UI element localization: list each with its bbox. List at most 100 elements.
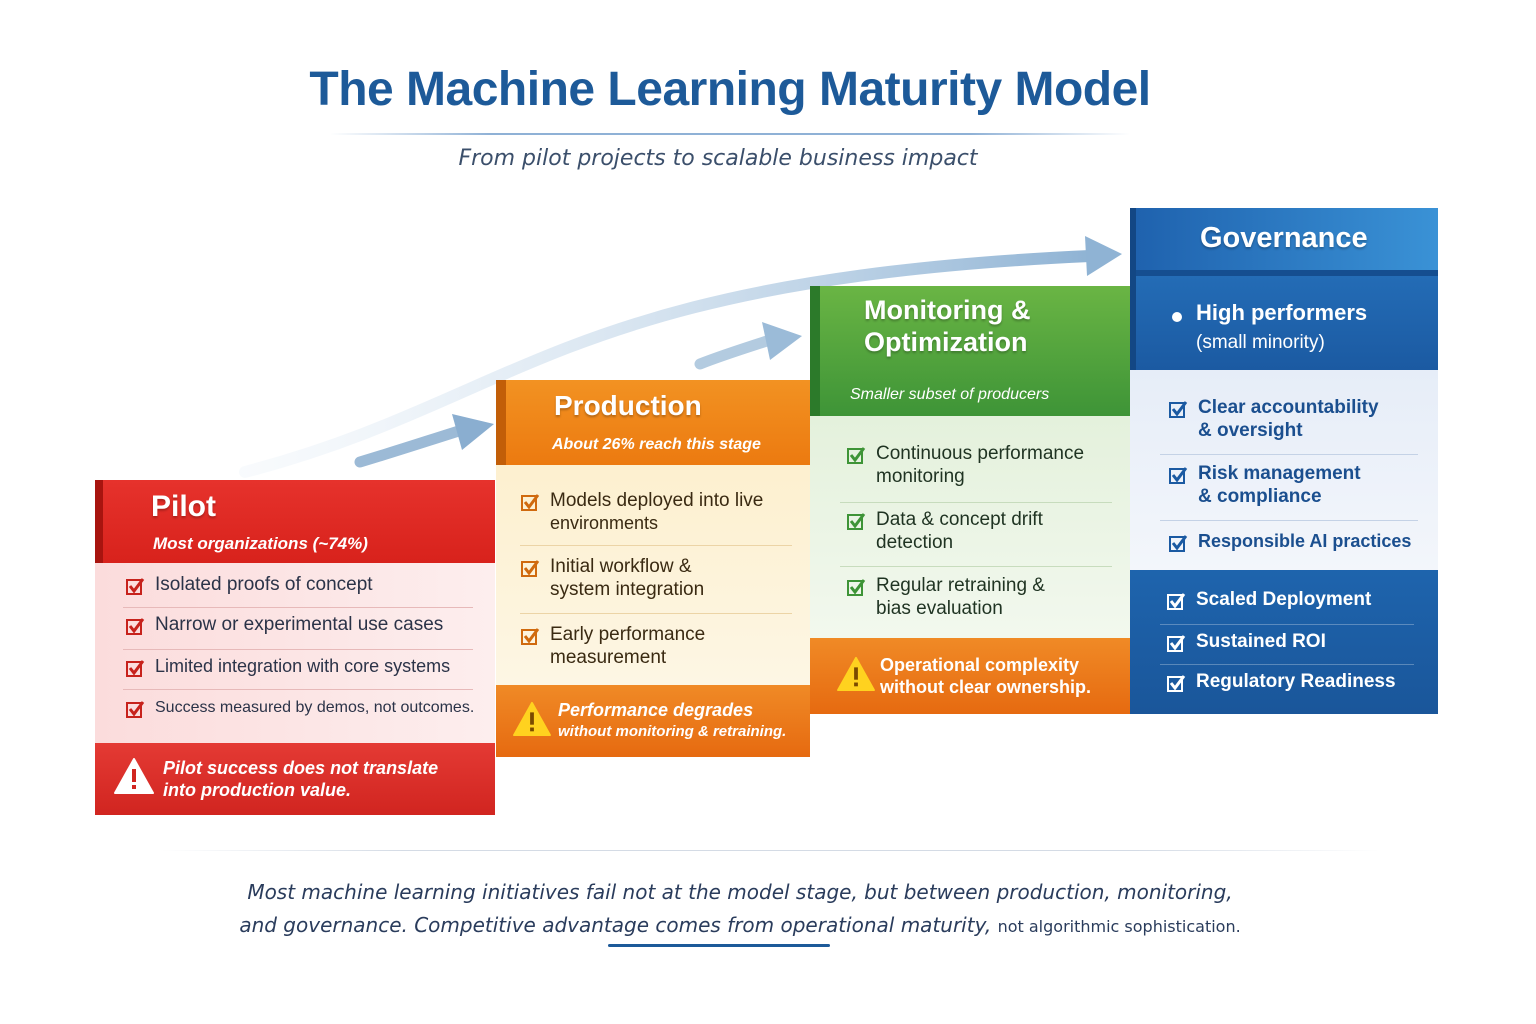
- monitoring-warning-line2: without clear ownership.: [880, 677, 1092, 697]
- production-header: Production About 26% reach this stage: [496, 380, 810, 465]
- production-warning-line2: without monitoring & retraining.: [558, 723, 787, 740]
- check-box-icon: [847, 447, 866, 464]
- list-item: Responsible AI practices: [1168, 530, 1436, 553]
- check-box-icon: [1169, 401, 1188, 418]
- stage-monitoring: Monitoring & Optimization Smaller subset…: [810, 286, 1130, 714]
- footer-caption: Most machine learning initiatives fail n…: [200, 876, 1280, 943]
- monitoring-item-line1: Continuous performance: [876, 443, 1085, 464]
- monitoring-item-line1: Data & concept drift: [876, 509, 1043, 530]
- production-subtitle: About 26% reach this stage: [552, 436, 761, 453]
- stage-pilot: Pilot Most organizations (~74%) Isolated…: [95, 480, 495, 816]
- pilot-warning: Pilot success does not translate into pr…: [95, 743, 495, 815]
- governance-item-line1: Risk management: [1198, 463, 1361, 484]
- divider: [520, 545, 792, 546]
- footer-underline: [608, 944, 830, 947]
- check-box-icon: [847, 579, 866, 596]
- pilot-item-text: Isolated proofs of concept: [155, 574, 373, 595]
- pilot-to-production-arrow: [354, 424, 468, 468]
- check-box-icon: [521, 628, 540, 645]
- check-box-icon: [1169, 467, 1188, 484]
- governance-header: Governance High performers (small minori…: [1130, 208, 1438, 370]
- divider: [123, 649, 473, 650]
- monitoring-subtitle: Smaller subset of producers: [850, 386, 1050, 403]
- check-box-icon: [126, 701, 145, 718]
- list-item: Isolated proofs of concept: [125, 573, 485, 596]
- pilot-title: Pilot: [151, 490, 216, 523]
- production-item-line1: Early performance: [550, 624, 706, 645]
- list-item: Success measured by demos, not outcomes.: [125, 696, 490, 719]
- pilot-subtitle: Most organizations (~74%): [153, 534, 368, 553]
- governance-outcome-text: Regulatory Readiness: [1196, 671, 1396, 692]
- monitoring-warning: Operational complexity without clear own…: [810, 638, 1130, 714]
- production-warning: Performance degrades without monitoring …: [496, 685, 810, 757]
- pilot-checklist: Isolated proofs of concept Narrow or exp…: [95, 563, 495, 743]
- list-item: Initial workflow &system integration: [520, 555, 800, 601]
- list-item: Regulatory Readiness: [1166, 670, 1430, 693]
- divider: [123, 607, 473, 608]
- divider: [840, 566, 1112, 567]
- check-box-icon: [847, 513, 866, 530]
- check-box-icon: [1167, 593, 1186, 610]
- footer-line1: Most machine learning initiatives fail n…: [247, 880, 1233, 904]
- monitoring-title: Monitoring & Optimization: [864, 294, 1030, 358]
- governance-bullet-main: High performers: [1196, 300, 1368, 325]
- divider: [1160, 520, 1418, 521]
- pilot-item-text: Narrow or experimental use cases: [155, 614, 444, 635]
- warning-triangle-icon: [513, 701, 551, 737]
- governance-item-line1: Responsible AI practices: [1198, 531, 1412, 551]
- divider: [123, 689, 473, 690]
- governance-outcomes: Scaled Deployment Sustained ROI Regulato…: [1130, 570, 1438, 714]
- divider: [1160, 624, 1414, 625]
- pilot-to-production-arrowhead: [452, 414, 494, 450]
- production-to-monitoring-arrow: [694, 334, 776, 370]
- divider: [840, 502, 1112, 503]
- governance-outcome-text: Sustained ROI: [1196, 631, 1326, 652]
- stage-governance: Governance High performers (small minori…: [1130, 208, 1438, 714]
- production-title: Production: [554, 390, 702, 421]
- monitoring-item-line2: bias evaluation: [876, 598, 1003, 619]
- monitoring-header: Monitoring & Optimization Smaller subset…: [810, 286, 1130, 416]
- pilot-header: Pilot Most organizations (~74%): [95, 480, 495, 563]
- list-item: Risk management& compliance: [1168, 462, 1430, 508]
- title-divider: [330, 133, 1130, 135]
- footer-line2a: and governance. Competitive advantage co…: [239, 913, 992, 937]
- production-item-line1: Initial workflow &: [550, 556, 692, 577]
- production-to-monitoring-arrowhead: [762, 322, 802, 360]
- monitoring-warning-line1: Operational complexity: [880, 655, 1080, 675]
- production-item-line2: system integration: [550, 579, 705, 600]
- check-box-icon: [521, 560, 540, 577]
- stage-production: Production About 26% reach this stage Mo…: [496, 380, 810, 760]
- check-box-icon: [521, 494, 540, 511]
- governance-item-line2: & compliance: [1198, 486, 1322, 507]
- list-item: Narrow or experimental use cases: [125, 613, 485, 636]
- check-box-icon: [1167, 635, 1186, 652]
- pilot-item-text: Success measured by demos, not outcomes.: [155, 699, 475, 716]
- page-title: The Machine Learning Maturity Model: [309, 63, 1151, 116]
- list-item: Sustained ROI: [1166, 630, 1426, 653]
- divider: [1160, 664, 1414, 665]
- long-progress-arrowhead: [1085, 236, 1122, 276]
- page-subtitle: From pilot projects to scalable business…: [458, 146, 978, 171]
- governance-checklist: Clear accountability& oversight Risk man…: [1130, 370, 1438, 570]
- production-item-line1: Models deployed into live: [550, 490, 764, 511]
- pilot-item-text: Limited integration with core systems: [155, 656, 451, 676]
- monitoring-title-line1: Monitoring &: [864, 295, 1031, 325]
- list-item: Clear accountability& oversight: [1168, 396, 1430, 442]
- check-box-icon: [126, 618, 145, 635]
- governance-outcome-text: Scaled Deployment: [1196, 589, 1372, 610]
- monitoring-title-line2: Optimization: [864, 327, 1028, 357]
- check-box-icon: [1167, 675, 1186, 692]
- monitoring-item-line2: detection: [876, 532, 954, 553]
- production-item-line2: measurement: [550, 647, 667, 668]
- pilot-warning-line2: into production value.: [163, 780, 351, 800]
- list-item: Limited integration with core systems: [125, 655, 485, 678]
- production-warning-line1: Performance degrades: [558, 700, 754, 720]
- check-box-icon: [1169, 535, 1188, 552]
- governance-bullet-sub: (small minority): [1196, 332, 1325, 353]
- warning-triangle-icon: [837, 656, 875, 692]
- production-item-line2: environments: [550, 513, 659, 533]
